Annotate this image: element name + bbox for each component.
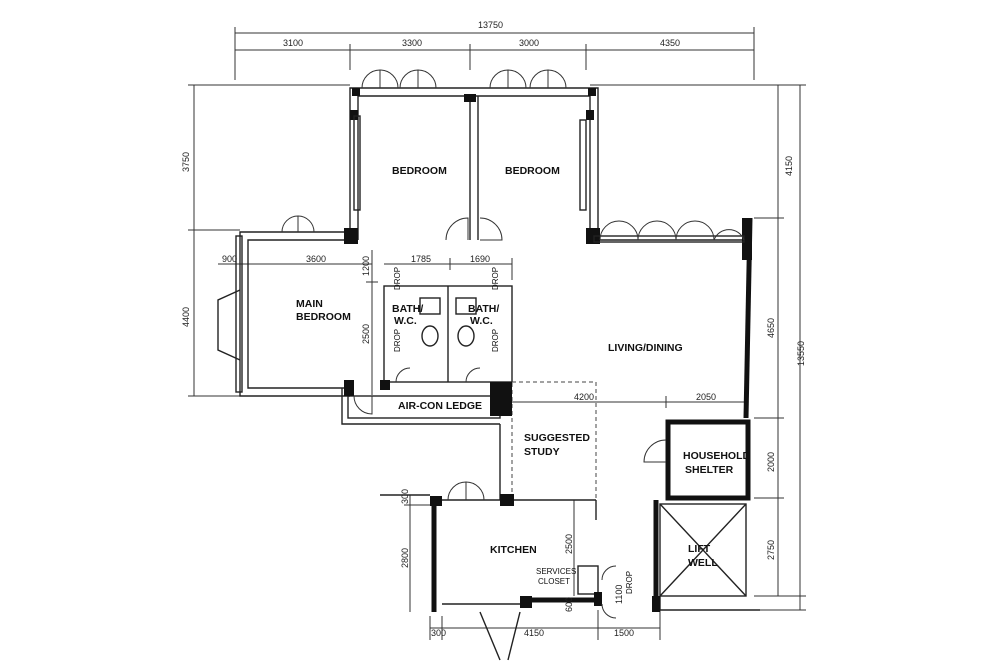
dim-bath-1785: 1785	[411, 254, 431, 264]
dim-right-4: 2750	[766, 540, 776, 560]
bath-2-label-b: W.C.	[470, 315, 493, 327]
dim-top-1: 3100	[283, 38, 303, 48]
living-dining-label: LIVING/DINING	[608, 342, 683, 354]
study-label-b: STUDY	[524, 446, 560, 458]
bath-1-label-a: BATH/	[392, 303, 423, 315]
dim-bath-1690: 1690	[470, 254, 490, 264]
dim-k-1100: 1100	[614, 585, 624, 604]
dim-bot-4150: 4150	[524, 628, 544, 638]
dim-k-2800: 2800	[400, 548, 410, 568]
services-label-b: CLOSET	[538, 577, 570, 586]
dim-right-total: 13550	[796, 341, 806, 366]
dimension-lines	[188, 27, 806, 640]
lift-label-b: WELL	[688, 557, 718, 569]
wall-posts	[344, 88, 752, 612]
bedroom-right-label: BEDROOM	[505, 165, 560, 177]
dim-top-3: 3000	[519, 38, 539, 48]
dim-k-300: 300	[400, 489, 410, 504]
drop-label-2: DROP	[393, 329, 402, 352]
dim-right-2: 4650	[766, 318, 776, 338]
dim-top-2: 3300	[402, 38, 422, 48]
shelter-label-a: HOUSEHOLD	[683, 450, 751, 462]
dim-mb-2500: 2500	[361, 324, 371, 344]
bath-1-label-b: W.C.	[394, 315, 417, 327]
main-bedroom-label-1: MAIN	[296, 298, 323, 310]
bedroom-left-label: BEDROOM	[392, 165, 447, 177]
drop-label-1: DROP	[393, 267, 402, 290]
dim-left-2: 4400	[181, 307, 191, 327]
study-label-a: SUGGESTED	[524, 432, 590, 444]
dim-k-2500: 2500	[564, 534, 574, 554]
dim-k-600: 600	[564, 597, 574, 612]
lift-label-a: LIFT	[688, 543, 711, 555]
dim-mb-900: 900	[222, 254, 237, 264]
dim-mb-1200: 1200	[361, 256, 371, 276]
shelter-label-b: SHELTER	[685, 464, 734, 476]
kitchen-label: KITCHEN	[490, 544, 537, 556]
main-bedroom-label-2: BEDROOM	[296, 311, 351, 323]
dim-right-1: 4150	[784, 156, 794, 176]
dim-ld-4200: 4200	[574, 392, 594, 402]
walls	[217, 87, 760, 612]
drop-label-5: DROP	[625, 571, 634, 594]
aircon-ledge-label: AIR-CON LEDGE	[398, 400, 482, 412]
room-labels: BEDROOM BEDROOM MAIN BEDROOM BATH/ W.C. …	[296, 165, 751, 594]
dim-right-3: 2000	[766, 452, 776, 472]
dim-mb-3600: 3600	[306, 254, 326, 264]
dim-top-4: 4350	[660, 38, 680, 48]
doors	[281, 69, 745, 661]
drop-label-3: DROP	[491, 267, 500, 290]
bath-2-label-a: BATH/	[468, 303, 499, 315]
dim-bot-1500: 1500	[614, 628, 634, 638]
drop-label-4: DROP	[491, 329, 500, 352]
dim-left-1: 3750	[181, 152, 191, 172]
services-label-a: SERVICES	[536, 567, 576, 576]
dim-bot-300: 300	[431, 628, 446, 638]
dimension-labels: 13750 3100 3300 3000 4350 3750 4400 4150…	[181, 20, 806, 638]
dim-top-total: 13750	[478, 20, 503, 30]
dim-ld-2050: 2050	[696, 392, 716, 402]
